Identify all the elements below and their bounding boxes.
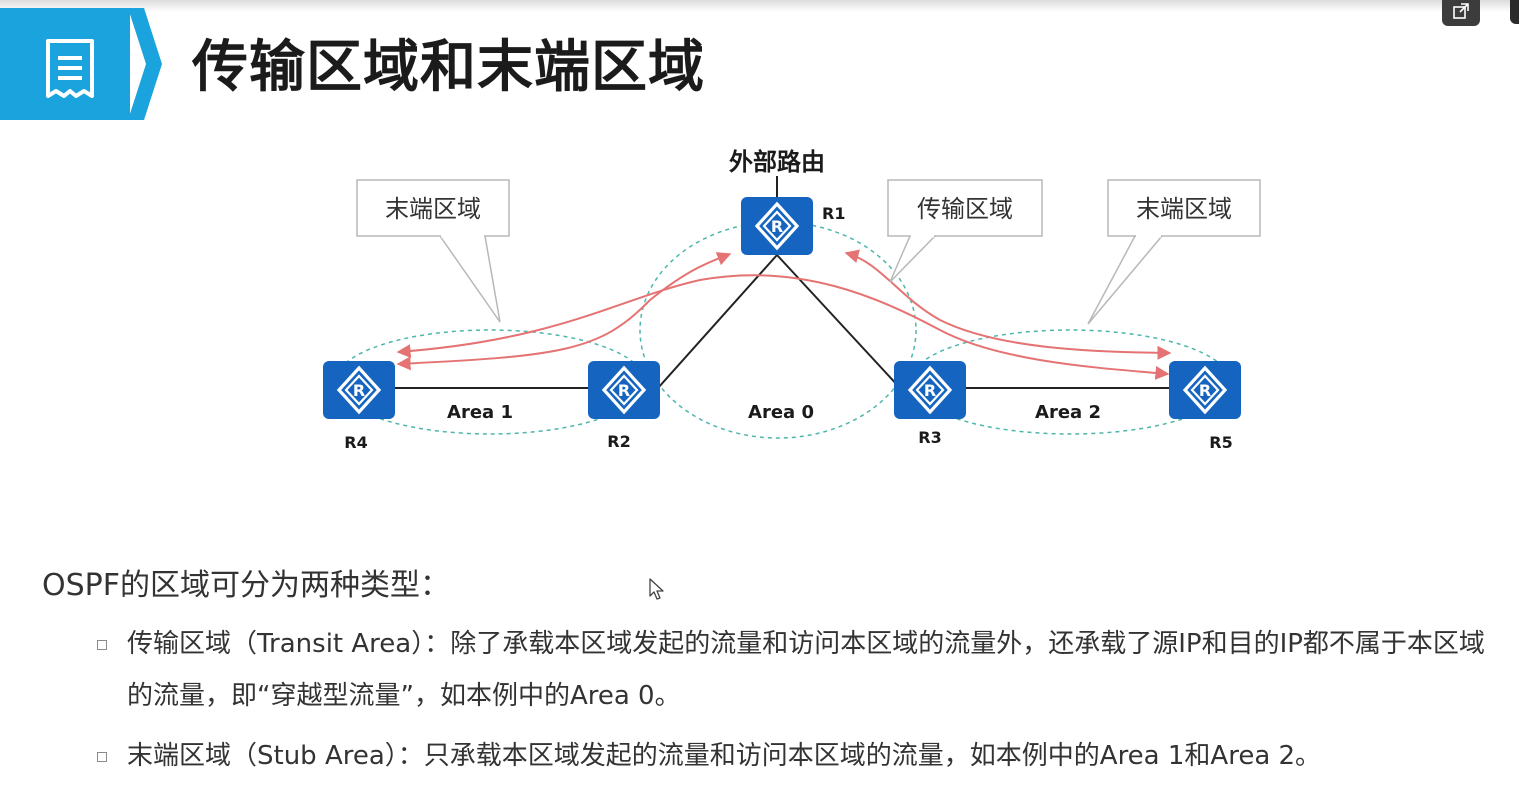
router-icon [1169, 361, 1241, 419]
mouse-cursor-icon [649, 578, 664, 600]
area-0-label: Area 0 [748, 402, 814, 423]
callout-transit-label: 传输区域 [917, 195, 1013, 223]
intro-text: OSPF的区域可分为两种类型： [42, 568, 451, 603]
router-icon [588, 361, 660, 419]
page-title: 传输区域和末端区域 [192, 35, 705, 100]
router-r5-label: R5 [1209, 433, 1232, 452]
area-1-label: Area 1 [447, 402, 513, 423]
external-route-label: 外部路由 [729, 148, 825, 176]
router-r5: R5 [1169, 361, 1241, 452]
router-r1-label: R1 [822, 204, 845, 223]
bullet-marker [97, 752, 107, 762]
router-icon [894, 361, 966, 419]
external-link-icon [1453, 3, 1469, 19]
callout-stub-right: 末端区域 [1087, 179, 1261, 325]
router-r3-label: R3 [918, 428, 941, 447]
router-r2: R2 [588, 361, 660, 451]
router-r3: R3 [894, 361, 966, 447]
router-icon [323, 361, 395, 419]
title-chevron [128, 8, 162, 120]
callout-stub-left: 末端区域 [356, 179, 510, 323]
document-list-icon [46, 39, 94, 98]
router-r4: R4 [323, 361, 395, 452]
bullet-stub-area: 末端区域（Stub Area）：只承载本区域发起的流量和访问本区域的流量，如本例… [127, 741, 1322, 771]
callout-stub-right-label: 末端区域 [1136, 195, 1232, 223]
area-2-label: Area 2 [1035, 402, 1101, 423]
router-r1: R1 [741, 197, 845, 255]
router-r4-label: R4 [344, 433, 367, 452]
router-icon [741, 197, 813, 255]
callout-stub-left-label: 末端区域 [385, 195, 481, 223]
title-badge [0, 8, 130, 120]
link-r1-r3 [776, 254, 901, 389]
callout-transit: 传输区域 [887, 179, 1043, 283]
flow-arrow-r1-r5 [844, 249, 1172, 360]
popout-button[interactable] [1442, 0, 1480, 26]
bullet-transit-area: 传输区域（Transit Area）：除了承载本区域发起的流量和访问本区域的流量… [127, 629, 1485, 711]
bullet-marker [97, 640, 107, 650]
window-edge-control[interactable] [1510, 0, 1519, 24]
top-shadow [0, 0, 1519, 12]
ospf-area-diagram: R 末端区域 传输区域 末端区域 外部路由 R1 R2 [323, 148, 1261, 452]
flow-arrow-r4-r5 [396, 274, 1170, 380]
router-r2-label: R2 [607, 432, 630, 451]
